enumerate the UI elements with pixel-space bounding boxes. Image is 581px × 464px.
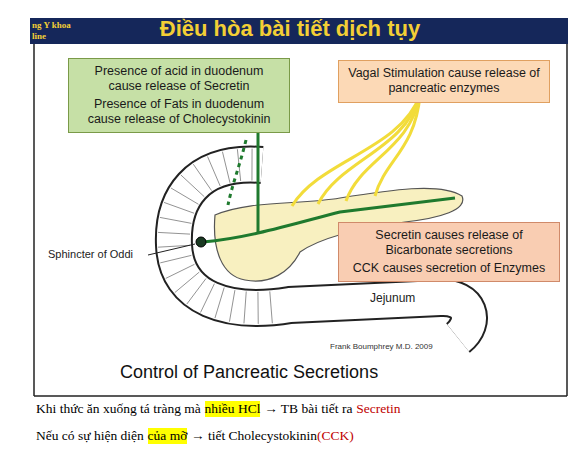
fold-line bbox=[187, 278, 206, 304]
note-text: của mỡ bbox=[148, 428, 188, 444]
note-line: Khi thức ăn xuống tá tràng mànhiều HCl→ … bbox=[36, 401, 400, 417]
slide-title: Điều hòa bài tiết dịch tụy bbox=[120, 16, 460, 42]
logo-text: line bbox=[32, 31, 46, 41]
hormone-line bbox=[257, 120, 260, 232]
sphincter-dot bbox=[196, 237, 206, 247]
fold-line bbox=[257, 292, 258, 324]
fold-line bbox=[181, 175, 204, 197]
vagal-nerve bbox=[318, 95, 420, 204]
fold-line bbox=[164, 202, 194, 213]
note-text: Secretin bbox=[356, 401, 400, 417]
text-box: Presence of acid in duodenum cause relea… bbox=[68, 58, 290, 133]
note-text: (CCK) bbox=[317, 428, 354, 444]
vagal-nerve bbox=[292, 95, 420, 206]
vagal-nerve bbox=[346, 95, 420, 201]
fold-line bbox=[251, 149, 252, 181]
box-text: Presence of Fats in duodenum cause relea… bbox=[77, 97, 281, 128]
fold-line bbox=[171, 188, 199, 204]
note-text: → tiết Cholecystokinin bbox=[191, 428, 317, 444]
fold-line bbox=[193, 164, 211, 190]
fold-line bbox=[222, 152, 230, 183]
box-text: CCK causes secretion of Enzymes bbox=[347, 261, 551, 276]
leader-line bbox=[148, 244, 195, 255]
fold-line bbox=[270, 291, 273, 323]
part-label: Sphincter of Oddi bbox=[48, 248, 133, 260]
fold-line bbox=[166, 264, 195, 278]
note-text: Nếu có sự hiện diện bbox=[36, 428, 144, 444]
credit-note: Frank Boumphrey M.D. 2009 bbox=[330, 342, 433, 351]
text-box: Vagal Stimulation cause release of pancr… bbox=[338, 60, 550, 103]
text-box: Secretin causes release of Bicarbonate s… bbox=[338, 222, 560, 282]
slide-border bbox=[33, 44, 35, 396]
fold-line bbox=[160, 217, 191, 223]
fold-line bbox=[215, 288, 224, 319]
logo-text: ng Y khoa bbox=[32, 20, 71, 30]
box-text: Secretin causes release of Bicarbonate s… bbox=[347, 228, 551, 259]
fold-line bbox=[158, 232, 190, 234]
slide-border bbox=[34, 395, 567, 397]
slide-border bbox=[566, 44, 568, 396]
part-label: Jejunum bbox=[370, 291, 415, 305]
box-text: Presence of acid in duodenum cause relea… bbox=[77, 64, 281, 95]
fold-line bbox=[229, 290, 234, 322]
fold-line bbox=[160, 255, 191, 263]
fold-line bbox=[244, 291, 246, 323]
box-text: Vagal Stimulation cause release of pancr… bbox=[347, 66, 541, 97]
note-text: nhiều HCl bbox=[205, 401, 261, 417]
note-line: Nếu có sự hiện diệncủa mỡ→ tiết Cholecys… bbox=[36, 428, 354, 444]
note-text: Khi thức ăn xuống tá tràng mà bbox=[36, 401, 201, 417]
vagal-nerve bbox=[375, 95, 420, 196]
note-text: → TB bài tiết ra bbox=[264, 401, 352, 417]
fold-line bbox=[201, 284, 215, 313]
fold-line bbox=[175, 272, 200, 293]
fold-line bbox=[208, 157, 221, 186]
hormone-line-dotted bbox=[228, 140, 246, 205]
figure-caption: Control of Pancreatic Secretions bbox=[120, 362, 378, 383]
